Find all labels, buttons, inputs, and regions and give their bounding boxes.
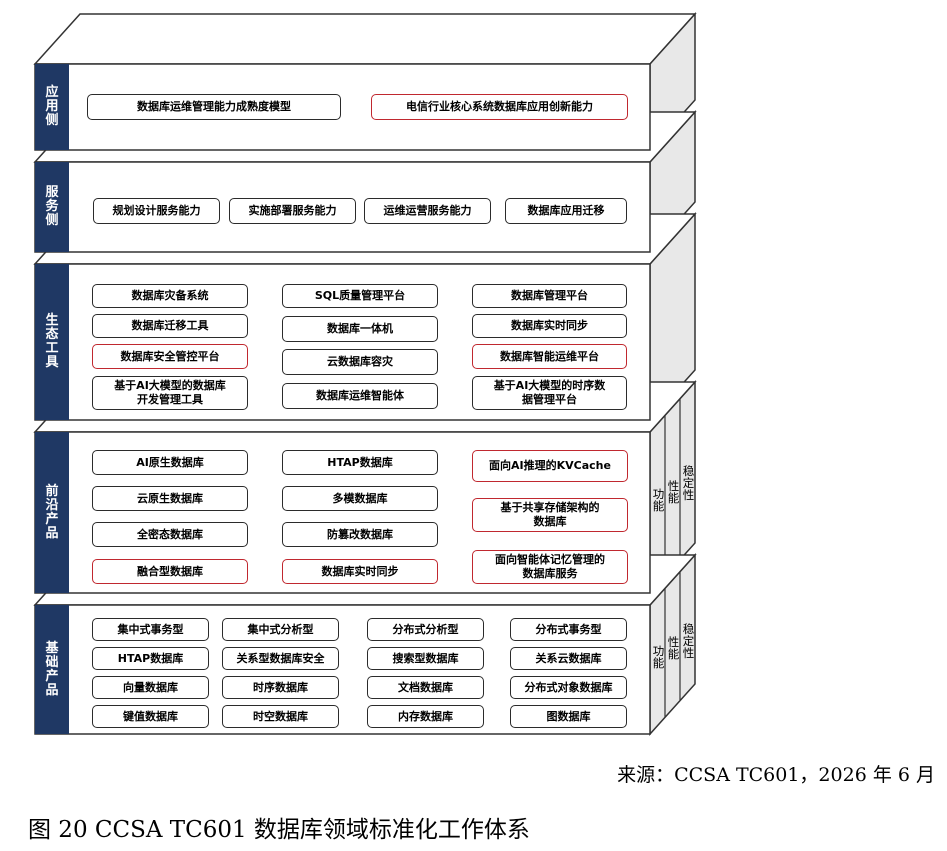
layer-label-ecosystem: 生态工具: [45, 313, 59, 370]
product-box: 防篡改数据库: [282, 522, 438, 547]
label-strip-frontier: [35, 432, 69, 593]
product-box: 搜索型数据库: [367, 647, 484, 670]
label-strip-ecosystem: [35, 264, 69, 420]
product-box: HTAP数据库: [92, 647, 209, 670]
product-box: 时序数据库: [222, 676, 339, 699]
side-label-stability: 稳定性: [682, 464, 695, 502]
product-box: 键值数据库: [92, 705, 209, 728]
tool-box: 数据库实时同步: [472, 314, 627, 338]
top-cap: [33, 13, 697, 65]
tool-box: 数据库安全管控平台: [92, 344, 248, 369]
capability-box: 数据库运维管理能力成熟度模型: [87, 94, 341, 120]
layer-label-service: 服务侧: [45, 185, 59, 228]
source-note: 来源：CCSA TC601，2026 年 6 月: [617, 764, 935, 786]
product-box: 面向智能体记忆管理的 数据库服务: [472, 550, 628, 584]
capability-box: 数据库应用迁移: [505, 198, 627, 224]
product-box: 时空数据库: [222, 705, 339, 728]
tool-box: 数据库迁移工具: [92, 314, 248, 338]
tool-box: 云数据库容灾: [282, 349, 438, 375]
product-box: AI原生数据库: [92, 450, 248, 475]
product-box: 分布式对象数据库: [510, 676, 627, 699]
product-box: 分布式分析型: [367, 618, 484, 641]
product-box: 内存数据库: [367, 705, 484, 728]
product-box: 分布式事务型: [510, 618, 627, 641]
side-label-function: 功能: [652, 644, 665, 670]
label-strip-basic: [35, 605, 69, 734]
product-box: 图数据库: [510, 705, 627, 728]
product-box: HTAP数据库: [282, 450, 438, 475]
product-box: 面向AI推理的KVCache: [472, 450, 628, 482]
capability-box: 电信行业核心系统数据库应用创新能力: [371, 94, 628, 120]
product-box: 文档数据库: [367, 676, 484, 699]
tool-box: 数据库一体机: [282, 316, 438, 342]
side-label-performance: 性能: [667, 635, 680, 661]
side-label-stability: 稳定性: [682, 622, 695, 660]
capability-box: 规划设计服务能力: [93, 198, 220, 224]
tool-box: 基于AI大模型的数据库 开发管理工具: [92, 376, 248, 410]
side-label-performance: 性能: [667, 479, 680, 505]
product-box: 数据库实时同步: [282, 559, 438, 584]
tool-box: 基于AI大模型的时序数 据管理平台: [472, 376, 627, 410]
layer-label-basic: 基础产品: [45, 640, 59, 698]
product-box: 基于共享存储架构的 数据库: [472, 498, 628, 532]
product-box: 集中式事务型: [92, 618, 209, 641]
product-box: 全密态数据库: [92, 522, 248, 547]
label-strip-app: [35, 64, 69, 150]
product-box: 多模数据库: [282, 486, 438, 511]
capability-box: 实施部署服务能力: [229, 198, 356, 224]
side-label-function: 功能: [652, 487, 665, 513]
tool-box: 数据库智能运维平台: [472, 344, 627, 369]
label-strip-service: [35, 162, 69, 252]
product-box: 关系型数据库安全: [222, 647, 339, 670]
tool-box: 数据库管理平台: [472, 284, 627, 308]
figure-caption: 图 20 CCSA TC601 数据库领域标准化工作体系: [28, 817, 530, 843]
tool-box: 数据库灾备系统: [92, 284, 248, 308]
capability-box: 运维运营服务能力: [364, 198, 491, 224]
layer-label-frontier: 前沿产品: [45, 483, 59, 541]
layer-label-app: 应用侧: [45, 85, 59, 128]
product-box: 融合型数据库: [92, 559, 248, 584]
product-box: 向量数据库: [92, 676, 209, 699]
tool-box: 数据库运维智能体: [282, 383, 438, 409]
tool-box: SQL质量管理平台: [282, 284, 438, 308]
product-box: 云原生数据库: [92, 486, 248, 511]
product-box: 关系云数据库: [510, 647, 627, 670]
product-box: 集中式分析型: [222, 618, 339, 641]
